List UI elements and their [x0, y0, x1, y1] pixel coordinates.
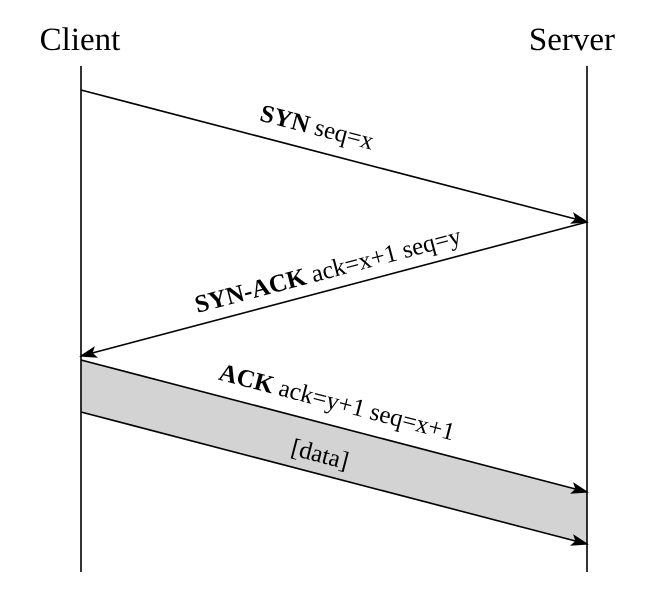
- syn-name: SYN: [257, 100, 312, 139]
- syn-arrow: [80, 89, 589, 224]
- client-label: Client: [40, 22, 121, 58]
- server-label: Server: [529, 22, 615, 58]
- syn-label: SYN seq=x: [257, 100, 377, 156]
- syn-ack-arrow: [79, 221, 588, 358]
- data-arrow: [80, 411, 589, 546]
- syn-ack-params: ack=x+1 seq=y: [302, 223, 464, 290]
- syn-ack-label: SYN-ACK ack=x+1 seq=y: [192, 223, 465, 319]
- syn-params: seq=x: [306, 113, 377, 156]
- ack-name: ACK: [216, 359, 277, 399]
- data-transfer-band: [81, 360, 587, 544]
- ack-arrow: [80, 359, 589, 494]
